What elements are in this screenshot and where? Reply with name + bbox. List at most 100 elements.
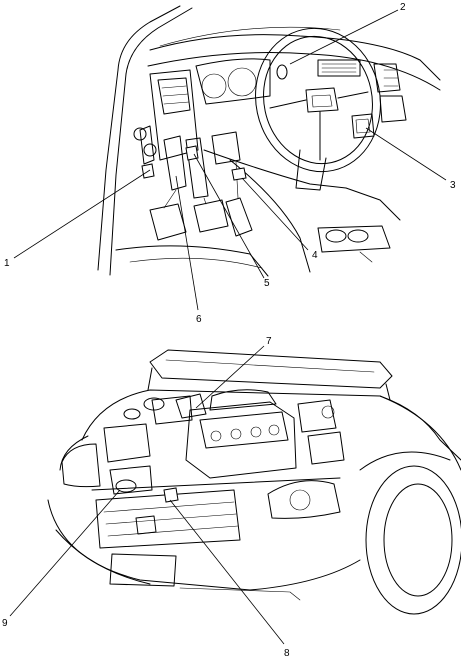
- right-lamp-inner: [289, 489, 311, 511]
- bracket-bolt-2: [143, 143, 157, 157]
- reservoir-cap: [143, 397, 165, 411]
- leader-1: [13, 169, 151, 259]
- grille-slats: [103, 501, 239, 537]
- left-vent-slats: [161, 85, 190, 105]
- leader-5: [193, 153, 265, 279]
- console-tray: [317, 225, 391, 253]
- steering-column: [295, 149, 327, 191]
- hood: [149, 349, 393, 389]
- center-vent-slats: [321, 63, 357, 73]
- a-pillar-inner: [125, 7, 193, 75]
- leader-3: [365, 127, 447, 181]
- right-fender: [379, 395, 461, 471]
- pedal-arm-brake: [185, 137, 209, 199]
- left-vent: [157, 77, 191, 115]
- leader-8: [169, 499, 285, 645]
- horn-button: [276, 64, 288, 80]
- plug-2: [230, 428, 242, 440]
- grille: [95, 489, 241, 549]
- leader-2: [289, 9, 399, 65]
- fuse-box: [103, 423, 151, 463]
- bracket-bolt: [133, 127, 147, 141]
- steering-wheel-inner: [263, 35, 373, 165]
- switch-detail: [355, 118, 371, 134]
- valve-cover: [199, 411, 289, 449]
- interior-panel: [13, 5, 447, 311]
- callout-9: 9: [2, 618, 8, 629]
- air-box: [151, 395, 193, 425]
- pedal-bracket-left: [139, 125, 155, 165]
- door-edge: [97, 69, 119, 271]
- steering-hub: [305, 87, 339, 113]
- intake-cover: [209, 389, 277, 411]
- pedal-links: [163, 161, 239, 209]
- plug-3: [250, 426, 262, 438]
- emblem: [135, 515, 157, 535]
- gauge-left: [201, 73, 227, 99]
- front-bumper: [47, 499, 361, 591]
- callout-4: 4: [312, 250, 318, 261]
- license-plate: [109, 553, 177, 587]
- hood-supports: [147, 367, 391, 401]
- cup-holder-left: [325, 229, 347, 243]
- gauge-center: [227, 67, 257, 97]
- floor-line: [115, 245, 269, 277]
- bumper-lip: [179, 587, 301, 601]
- dashboard-top: [149, 34, 441, 81]
- leader-4: [241, 177, 309, 251]
- console-detail: [359, 251, 373, 263]
- callout-6: 6: [196, 314, 202, 325]
- bumper-lower: [55, 529, 151, 585]
- left-headlight: [61, 443, 101, 488]
- right-vent: [373, 63, 401, 93]
- abs-module: [307, 431, 345, 465]
- right-vent-slats: [383, 69, 399, 87]
- steering-spokes: [269, 91, 369, 161]
- lower-dash: [203, 149, 347, 189]
- floor-line-2: [129, 257, 263, 269]
- steering-wheel-outer: [255, 27, 381, 173]
- right-cap: [321, 405, 335, 419]
- connector-4: [231, 167, 247, 181]
- plug-4: [268, 424, 280, 436]
- engine-panel: [9, 345, 461, 645]
- wheel-arch: [359, 451, 451, 471]
- fender-line: [81, 389, 461, 461]
- wheel-rim: [383, 483, 453, 597]
- callout-1: 1: [4, 258, 10, 269]
- radiator-support: [91, 477, 341, 491]
- leader-6: [175, 175, 199, 311]
- pedal-arm-clutch: [163, 135, 187, 191]
- instrument-cluster: [195, 58, 271, 105]
- console-top: [345, 187, 401, 221]
- right-headlight: [267, 480, 341, 519]
- engine-block: [185, 401, 297, 479]
- battery-terminal: [115, 479, 137, 493]
- steering-emblem: [311, 94, 333, 108]
- clutch-pedal-pad: [149, 203, 187, 241]
- callout-7: 7: [266, 336, 272, 347]
- door-edge-inner: [109, 73, 127, 276]
- right-vent-lower: [379, 95, 407, 123]
- leader-9: [9, 489, 121, 617]
- plug-1: [210, 430, 222, 442]
- callout-3: 3: [450, 180, 456, 191]
- battery: [109, 465, 153, 495]
- leader-7: [195, 345, 265, 409]
- front-wheel: [365, 465, 461, 615]
- left-dash-panel: [149, 69, 199, 161]
- cup-holder-right: [347, 229, 369, 243]
- accelerator-pedal: [225, 197, 253, 237]
- hood-latch-sensor: [163, 487, 179, 503]
- right-component: [297, 399, 337, 433]
- callout-5: 5: [264, 278, 270, 289]
- left-fender-front: [59, 435, 89, 471]
- callout-2: 2: [400, 2, 406, 13]
- pedal-box: [211, 131, 241, 165]
- a-pillar-outer: [117, 5, 181, 71]
- center-vent: [317, 59, 361, 77]
- combination-switch: [351, 113, 375, 139]
- hood-crease: [165, 359, 375, 373]
